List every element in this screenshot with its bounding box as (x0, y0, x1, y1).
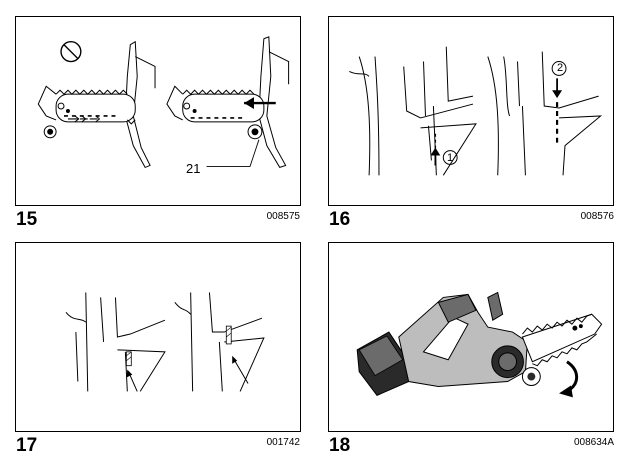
marker-2-circle (551, 61, 567, 76)
left-arrow-icon (244, 97, 276, 110)
figure-15-code: 008575 (266, 211, 300, 222)
battery-pack (356, 331, 410, 396)
figure-16-number: 16 (329, 209, 351, 230)
callout-21-label: 21 (186, 161, 201, 176)
chainsaw-correct-direction (166, 36, 290, 168)
down-arrow-icon (552, 78, 563, 99)
tree-trunk-left (65, 292, 166, 392)
figure-18-code: 008634A (573, 437, 614, 448)
figure-18-panel (328, 242, 614, 432)
up-arrow-icon (430, 147, 441, 166)
rotation-arrow-icon (559, 360, 579, 398)
adjust-wheel (521, 367, 541, 386)
figure-17-code: 001742 (266, 437, 300, 448)
figure-17-number: 17 (16, 435, 38, 456)
figure-18-number: 18 (329, 435, 351, 456)
pointer-arrow-left-icon (126, 369, 138, 392)
figure-15-number: 15 (16, 209, 38, 230)
figure-17-panel (15, 242, 301, 432)
marker-1-circle (442, 150, 458, 165)
tree-trunk-right (174, 292, 265, 392)
pointer-arrow-right-icon (232, 355, 249, 384)
marker-1-label: 1 (447, 152, 454, 164)
prohibited-icon (60, 41, 82, 63)
figure-16-code: 008576 (580, 211, 614, 222)
figure-16-panel: 1 2 (328, 16, 614, 206)
marker-2-label: 2 (557, 62, 564, 74)
figure-17-illustration (65, 292, 265, 392)
saw-body (398, 291, 528, 387)
figure-15-illustration (37, 36, 290, 169)
chainsaw-wrong-direction (37, 40, 156, 169)
guide-bar (521, 313, 603, 367)
figure-16-illustration (349, 46, 603, 176)
tree-trunk-right (487, 51, 603, 176)
figure-18-illustration (356, 291, 603, 398)
figure-15-panel: 21 (15, 16, 301, 206)
callout-21-leader (206, 139, 260, 167)
